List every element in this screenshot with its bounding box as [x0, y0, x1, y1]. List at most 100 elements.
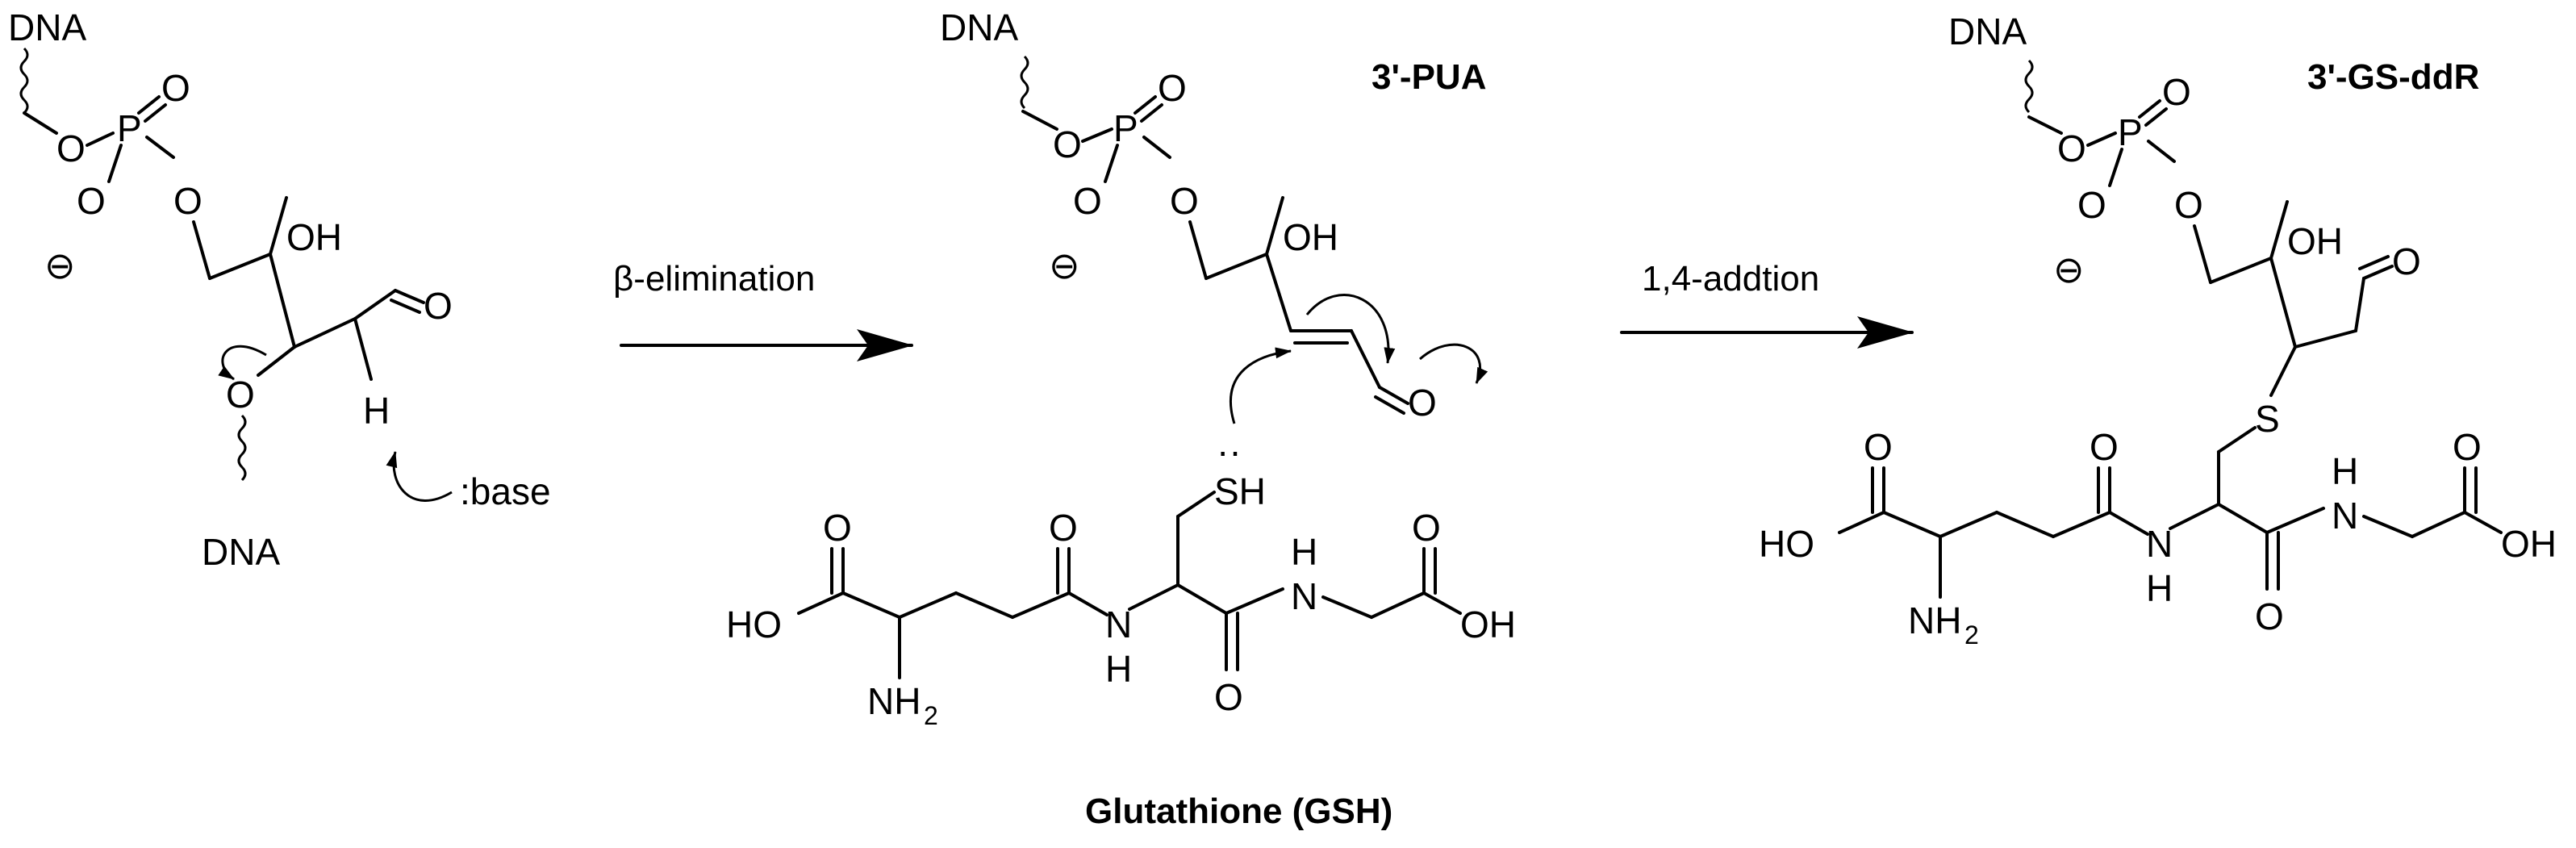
curly-arrow-alkene — [1305, 294, 1396, 364]
thioether-sulfur: S — [2255, 398, 2280, 440]
oxygen-atom: O — [2077, 184, 2106, 226]
negative-charge: ⊖ — [44, 244, 76, 286]
carbonyl-oxygen: O — [1214, 676, 1243, 718]
bond — [1882, 511, 1942, 538]
bond — [1081, 127, 1113, 143]
bond — [1321, 595, 1373, 619]
curly-arrow-thiol-attack — [1229, 347, 1292, 424]
curly-arrow-base — [386, 451, 453, 502]
amide-hydrogen: H — [1105, 648, 1132, 690]
bond — [1104, 144, 1119, 183]
dna-label-bottom: DNA — [202, 531, 280, 573]
hydroxyl-group: OH — [286, 216, 342, 258]
bond — [1939, 511, 1998, 538]
aldehyde-oxygen: O — [2392, 240, 2421, 282]
bond — [1350, 329, 1381, 389]
oxygen-atom: O — [2174, 184, 2203, 226]
carbonyl-oxygen: O — [2090, 426, 2119, 468]
dna-label-top: DNA — [8, 6, 86, 48]
bond — [1204, 253, 1268, 280]
amino-group: NH — [867, 680, 921, 722]
amide-hydrogen: H — [1291, 531, 1317, 573]
bond — [353, 289, 397, 320]
carboxyl-hydroxyl: OH — [1460, 604, 1516, 645]
bond — [2354, 277, 2365, 332]
negative-charge: ⊖ — [2053, 249, 2085, 290]
amino-subscript: 2 — [1964, 620, 1979, 650]
bond — [1142, 136, 1171, 159]
carboxyl-hydroxyl: OH — [2501, 523, 2557, 565]
oxygen-atom: O — [1073, 180, 1102, 222]
double-bond — [144, 103, 167, 123]
reaction-label-addition: 1,4-addtion — [1642, 259, 1819, 299]
bond — [192, 220, 211, 280]
bond — [2169, 503, 2220, 530]
amino-group: NH — [1908, 599, 1961, 641]
reaction-step-2: 1,4-addtion — [1620, 259, 1914, 349]
bond — [797, 591, 845, 615]
compound-label-3-pua: 3'-PUA — [1372, 57, 1486, 97]
bond — [1011, 591, 1071, 619]
bond — [2086, 132, 2117, 147]
bond — [2294, 329, 2357, 349]
bond — [2269, 345, 2297, 397]
carboxyl-oxygen: O — [1412, 507, 1441, 549]
double-bond — [2138, 99, 2161, 119]
negative-charge: ⊖ — [1049, 244, 1080, 286]
double-bond — [394, 289, 425, 304]
bond — [257, 345, 296, 377]
amino-subscript: 2 — [924, 701, 938, 730]
bond — [1265, 253, 1292, 332]
amide-nitrogen: N — [2146, 523, 2173, 565]
bond — [2463, 511, 2503, 534]
bond — [2193, 224, 2212, 284]
double-bond — [2358, 255, 2390, 270]
double-bond — [2144, 107, 2168, 127]
compound-label-3-gs-ddr: 3'-GS-ddR — [2307, 57, 2479, 97]
bond — [1176, 491, 1216, 518]
oxygen-atom: O — [173, 180, 202, 222]
bond — [107, 144, 123, 183]
amide-nitrogen: N — [1105, 604, 1132, 645]
carboxyl-oxygen: O — [1864, 426, 1893, 468]
bond — [269, 253, 296, 349]
phosphorus-atom: P — [1113, 107, 1138, 149]
bond — [1370, 591, 1426, 619]
wavy-bond-bottom — [237, 414, 247, 482]
bond — [1422, 591, 1462, 615]
bond — [841, 591, 901, 619]
wavy-bond — [2024, 59, 2034, 114]
amide-nitrogen: N — [2332, 495, 2358, 537]
bond — [1838, 511, 1885, 534]
bond — [2269, 200, 2289, 260]
oxygen-atom: O — [1053, 123, 1082, 165]
curly-arrow-carbonyl — [1419, 343, 1488, 384]
bond — [269, 196, 288, 256]
double-bond — [1378, 386, 1409, 405]
double-bond — [390, 299, 421, 314]
bond — [2147, 140, 2176, 163]
lone-pair: ·· — [1217, 430, 1242, 472]
molecule-abasic-site: DNA O P O O ⊖ O OH O H O DNA :base — [8, 6, 551, 573]
hydroxyl-group: OH — [1283, 216, 1338, 258]
bond — [2411, 511, 2466, 538]
bond — [353, 317, 373, 381]
amide-hydrogen: H — [2146, 567, 2173, 609]
bond — [898, 591, 958, 619]
molecule-3-gs-ddr: DNA 3'-GS-ddR O P O O ⊖ O OH O S N H — [1759, 10, 2557, 650]
dna-label: DNA — [940, 6, 1018, 48]
oxygen-atom: O — [1158, 67, 1187, 109]
wavy-bond-top — [19, 47, 29, 115]
aldehyde-oxygen: O — [424, 285, 453, 327]
bond — [2027, 115, 2063, 135]
double-bond — [1374, 395, 1405, 415]
bond — [1265, 196, 1284, 256]
bond — [1067, 591, 1108, 616]
bond — [2362, 515, 2414, 538]
bond — [2269, 257, 2297, 349]
bond — [1995, 511, 2055, 538]
carbonyl-oxygen: O — [2255, 595, 2284, 637]
oxygen-atom: O — [2057, 127, 2086, 169]
double-bond — [2362, 265, 2394, 280]
bond — [2052, 511, 2111, 538]
